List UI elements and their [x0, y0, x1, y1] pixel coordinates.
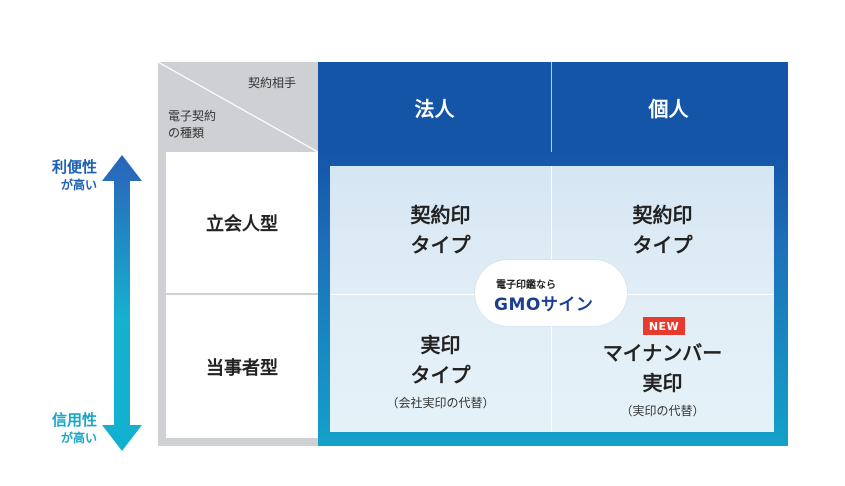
row-header-party: 当事者型	[166, 295, 318, 438]
column-header-corporate: 法人	[414, 96, 455, 121]
axis-bottom-main: 信用性	[51, 411, 97, 429]
corner-bottom-label: 電子契約 の種類	[168, 109, 217, 140]
corner-top-label: 契約相手	[248, 76, 297, 90]
axis-bottom-sub: が高い	[60, 431, 97, 445]
row-header-witness: 立会人型	[166, 152, 318, 293]
corner-diagonal	[158, 62, 318, 152]
axis-top-main: 利便性	[51, 158, 97, 176]
cell-note: （会社実印の代替）	[386, 396, 495, 410]
new-badge: NEW	[643, 317, 685, 335]
cell-corporate-party: 実印 タイプ （会社実印の代替）	[330, 330, 551, 412]
cell-corporate-witness: 契約印 タイプ	[330, 200, 551, 260]
cell-title: 実印 タイプ	[410, 333, 471, 387]
double-arrow-icon	[102, 155, 142, 451]
cell-title: 契約印 タイプ	[410, 203, 471, 257]
cell-title: マイナンバー 実印	[602, 341, 723, 395]
convenience-axis-label: 利便性 が高い	[0, 157, 97, 193]
cell-title: 契約印 タイプ	[632, 203, 693, 257]
gmo-sign-logo-badge	[475, 260, 627, 326]
column-divider	[551, 62, 552, 152]
cell-note: （実印の代替）	[620, 404, 705, 418]
trust-axis-label: 信用性 が高い	[0, 410, 97, 446]
column-header-individual: 個人	[648, 96, 689, 121]
logo-tagline: 電子印鑑なら	[496, 280, 556, 291]
cell-individual-party: マイナンバー 実印 （実印の代替）	[552, 338, 773, 420]
cell-individual-witness: 契約印 タイプ	[552, 200, 773, 260]
gmo-sign-logo: GMOサイン	[494, 295, 594, 315]
axis-top-sub: が高い	[60, 178, 97, 192]
